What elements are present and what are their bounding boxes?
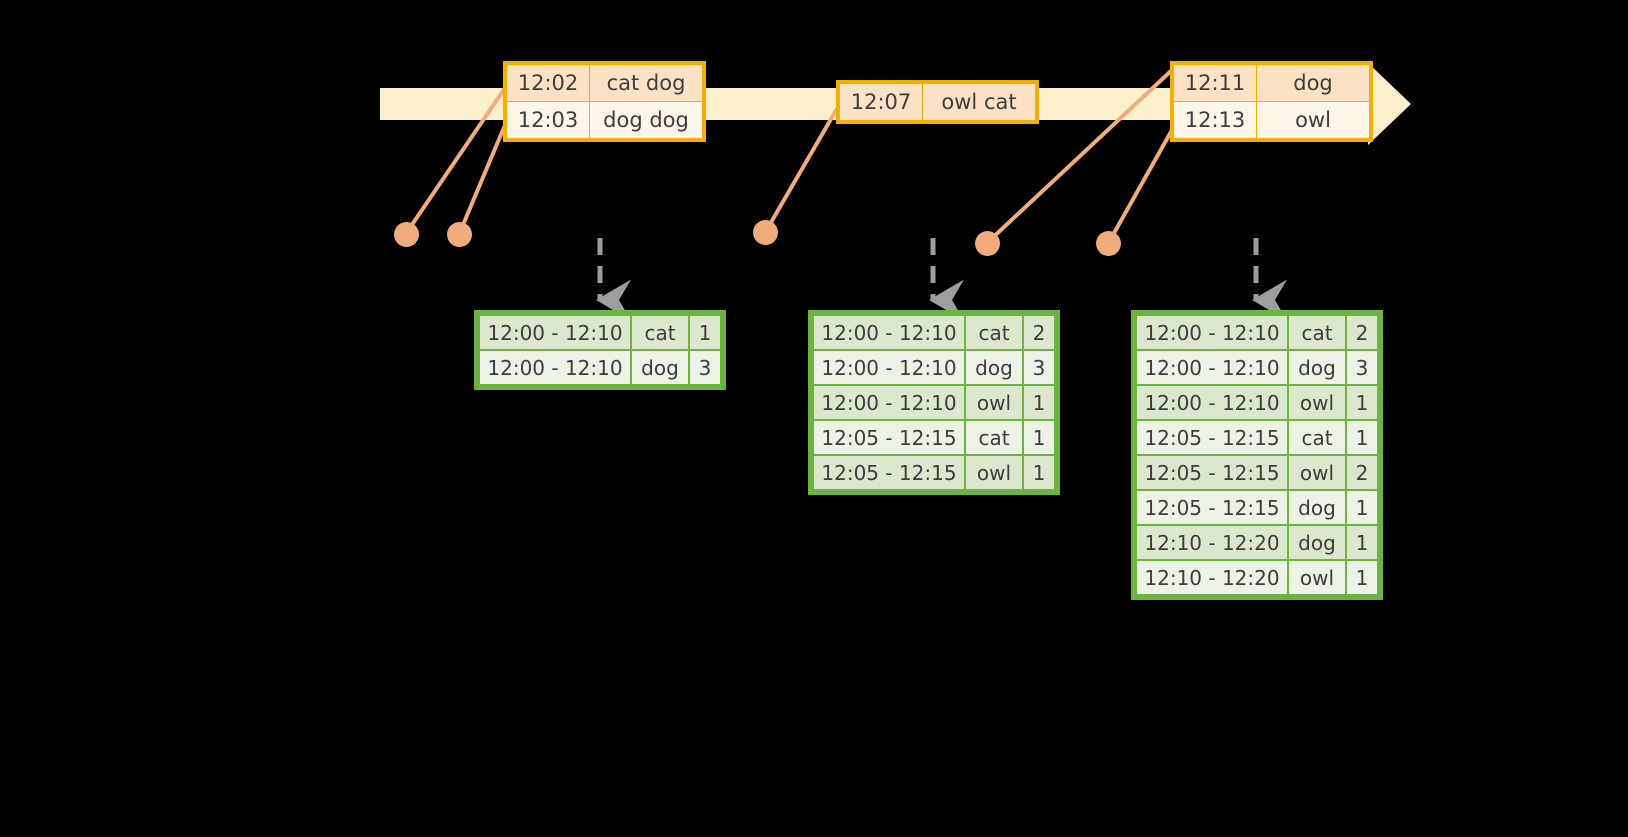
result-count: 1 — [1347, 386, 1377, 419]
result-word: owl — [966, 386, 1022, 419]
result-count: 1 — [1024, 456, 1054, 489]
event-row[interactable]: 12:11 dog — [1173, 64, 1370, 102]
event-time: 12:02 — [506, 64, 590, 102]
result-window: 12:05 - 12:15 — [1137, 456, 1287, 489]
result-word: owl — [1289, 386, 1345, 419]
result-window: 12:05 - 12:15 — [814, 456, 964, 489]
event-marker-3[interactable] — [753, 220, 778, 245]
result-window: 12:05 - 12:15 — [1137, 421, 1287, 454]
result-count: 2 — [1024, 316, 1054, 349]
result-word: owl — [1289, 456, 1345, 489]
result-word: dog — [632, 351, 688, 384]
event-words: cat dog — [589, 64, 703, 102]
result-count: 3 — [1347, 351, 1377, 384]
result-count: 2 — [1347, 456, 1377, 489]
event-row[interactable]: 12:02 cat dog — [506, 64, 703, 102]
event-words: owl cat — [922, 83, 1036, 121]
result-count: 3 — [1024, 351, 1054, 384]
result-window: 12:00 - 12:10 — [814, 316, 964, 349]
result-count: 1 — [1024, 421, 1054, 454]
result-window: 12:00 - 12:10 — [480, 351, 630, 384]
result-window: 12:05 - 12:15 — [814, 421, 964, 454]
result-window: 12:00 - 12:10 — [814, 351, 964, 384]
result-window: 12:00 - 12:10 — [1137, 386, 1287, 419]
result-word: cat — [966, 421, 1022, 454]
result-count: 1 — [1347, 421, 1377, 454]
result-word: cat — [1289, 421, 1345, 454]
event-time: 12:07 — [839, 83, 923, 121]
result-window: 12:00 - 12:10 — [1137, 316, 1287, 349]
event-marker-1[interactable] — [394, 222, 419, 247]
result-word: owl — [1289, 561, 1345, 594]
result-word: cat — [632, 316, 688, 349]
event-words: owl — [1256, 101, 1370, 139]
result-word: dog — [966, 351, 1022, 384]
event-marker-4[interactable] — [975, 231, 1000, 256]
result-word: owl — [966, 456, 1022, 489]
result-count: 3 — [690, 351, 720, 384]
result-window: 12:05 - 12:15 — [1137, 491, 1287, 524]
event-group-2: 12:07 owl cat — [836, 80, 1039, 124]
connector-line-2 — [458, 123, 507, 234]
event-marker-5[interactable] — [1096, 231, 1121, 256]
result-window: 12:00 - 12:10 — [1137, 351, 1287, 384]
event-words: dog — [1256, 64, 1370, 102]
result-count: 1 — [1347, 561, 1377, 594]
result-window: 12:10 - 12:20 — [1137, 561, 1287, 594]
result-count: 1 — [1347, 526, 1377, 559]
event-row[interactable]: 12:13 owl — [1173, 101, 1370, 139]
event-group-1: 12:02 cat dog 12:03 dog dog — [503, 61, 706, 142]
result-word: cat — [966, 316, 1022, 349]
result-window: 12:00 - 12:10 — [480, 316, 630, 349]
event-time: 12:03 — [506, 101, 590, 139]
result-count: 1 — [1024, 386, 1054, 419]
event-time: 12:13 — [1173, 101, 1257, 139]
connector-line-5 — [1107, 128, 1174, 244]
event-marker-2[interactable] — [447, 222, 472, 247]
event-row[interactable]: 12:07 owl cat — [839, 83, 1036, 121]
result-count: 2 — [1347, 316, 1377, 349]
event-words: dog dog — [589, 101, 703, 139]
result-word: dog — [1289, 351, 1345, 384]
event-time: 12:11 — [1173, 64, 1257, 102]
result-window: 12:10 - 12:20 — [1137, 526, 1287, 559]
connector-line-1 — [405, 86, 507, 234]
event-row[interactable]: 12:03 dog dog — [506, 101, 703, 139]
event-group-3: 12:11 dog 12:13 owl — [1170, 61, 1373, 142]
connector-line-3 — [764, 105, 840, 233]
result-count: 1 — [690, 316, 720, 349]
result-word: cat — [1289, 316, 1345, 349]
result-word: dog — [1289, 491, 1345, 524]
result-word: dog — [1289, 526, 1345, 559]
result-count: 1 — [1347, 491, 1377, 524]
result-window: 12:00 - 12:10 — [814, 386, 964, 419]
